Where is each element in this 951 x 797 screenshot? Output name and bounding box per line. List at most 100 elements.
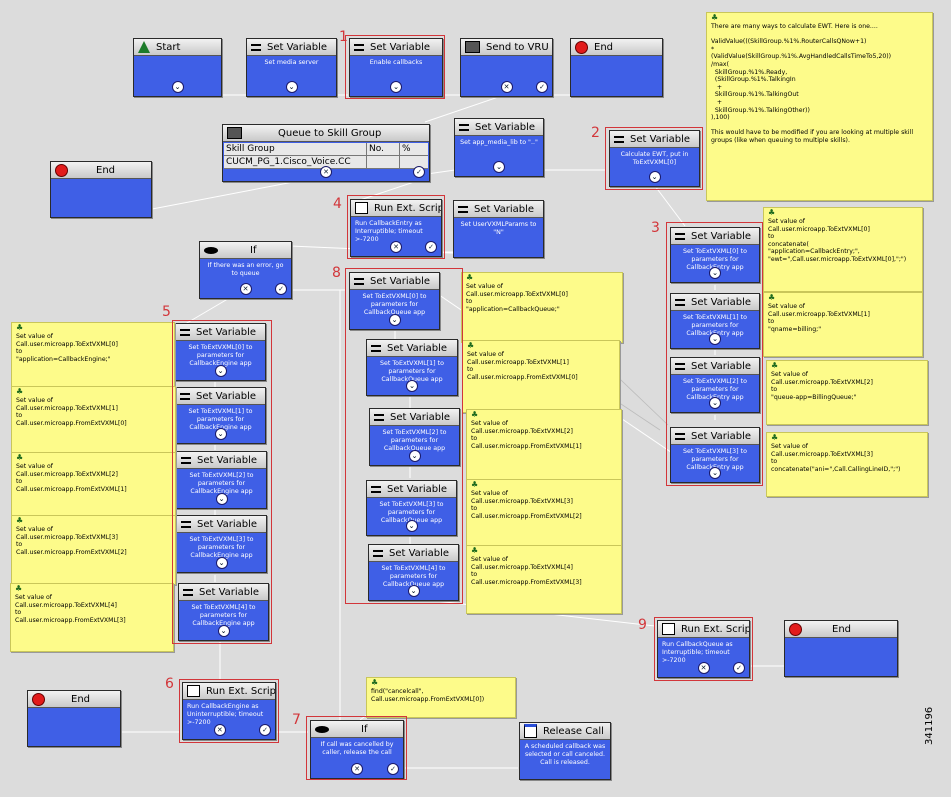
start-node[interactable]: Start ⌄ bbox=[133, 38, 222, 97]
true-check-icon[interactable]: ✓ bbox=[275, 283, 287, 295]
set-variable-node[interactable]: Set Variable Set ToExtVXML[2] to paramet… bbox=[670, 357, 760, 413]
success-check-icon[interactable]: ✓ bbox=[259, 724, 271, 736]
run-ext-script-node[interactable]: Run Ext. Script Run CallbackQueue as Int… bbox=[657, 620, 750, 678]
end-node[interactable]: End bbox=[27, 690, 121, 747]
chevron-down-icon[interactable]: ⌄ bbox=[406, 380, 418, 392]
pin-icon: ♣ bbox=[711, 13, 719, 22]
failure-x-icon[interactable]: ✕ bbox=[320, 166, 332, 178]
comment-note: ♣find("cancelcall", Call.user.microapp.F… bbox=[366, 677, 516, 718]
set-variable-node[interactable]: Set Variable Set ToExtVXML[2] to paramet… bbox=[369, 408, 460, 466]
chevron-down-icon[interactable]: ⌄ bbox=[709, 333, 721, 345]
chevron-down-icon[interactable]: ⌄ bbox=[215, 557, 228, 569]
set-variable-node[interactable]: Set Variable Set ToExtVXML[4] to paramet… bbox=[368, 544, 459, 601]
end-node[interactable]: End bbox=[50, 161, 152, 218]
node-description: Set ToExtVXML[2] to parameters for Callb… bbox=[382, 429, 447, 452]
note-text: Set value of Call.user.microapp.ToExtVXM… bbox=[768, 218, 907, 263]
note-text: Set value of Call.user.microapp.ToExtVXM… bbox=[16, 526, 127, 556]
set-variable-node[interactable]: Set Variable Set ToExtVXML[1] to paramet… bbox=[670, 293, 760, 349]
failure-x-icon[interactable]: ✕ bbox=[500, 81, 513, 93]
chevron-down-icon[interactable]: ⌄ bbox=[493, 161, 505, 173]
chevron-down-icon[interactable]: ⌄ bbox=[405, 520, 418, 532]
end-icon bbox=[55, 163, 68, 177]
success-check-icon[interactable]: ✓ bbox=[413, 166, 425, 178]
set-variable-node[interactable]: Set Variable Set app_media_lib to ".." ⌄ bbox=[454, 118, 544, 177]
set-variable-node[interactable]: Set Variable Enable callbacks ⌄ bbox=[349, 38, 443, 97]
set-variable-icon bbox=[675, 232, 685, 240]
comment-note: ♣Set value of Call.user.microapp.ToExtVX… bbox=[763, 207, 923, 292]
chevron-down-icon[interactable]: ⌄ bbox=[709, 267, 721, 279]
highlight-box-1 bbox=[345, 35, 445, 99]
set-variable-node[interactable]: Set Variable Set ToExtVXML[1] to paramet… bbox=[366, 339, 458, 396]
chevron-down-icon[interactable]: ⌄ bbox=[408, 450, 421, 462]
chevron-down-icon[interactable]: ⌄ bbox=[648, 171, 661, 183]
callout-number: 3 bbox=[651, 220, 660, 236]
set-variable-node[interactable]: Set Variable Set ToExtVXML[1] to paramet… bbox=[175, 387, 266, 444]
set-variable-node[interactable]: Set Variable Set ToExtVXML[0] to paramet… bbox=[670, 227, 760, 283]
set-variable-node[interactable]: Set Variable Set ToExtVXML[3] to paramet… bbox=[670, 427, 760, 483]
run-ext-script-node[interactable]: Run Ext. Script Run CallbackEngine as Un… bbox=[182, 682, 276, 740]
if-node[interactable]: If If there was an error, go to queue ✕ … bbox=[199, 241, 292, 299]
chevron-down-icon[interactable]: ⌄ bbox=[171, 81, 184, 93]
true-check-icon[interactable]: ✓ bbox=[387, 763, 399, 775]
chevron-down-icon[interactable]: ⌄ bbox=[214, 428, 227, 440]
set-variable-icon bbox=[183, 588, 193, 596]
set-variable-icon bbox=[180, 392, 190, 400]
set-variable-icon bbox=[614, 135, 624, 143]
success-check-icon[interactable]: ✓ bbox=[425, 241, 437, 253]
success-check-icon[interactable]: ✓ bbox=[536, 81, 548, 93]
false-x-icon[interactable]: ✕ bbox=[351, 763, 363, 775]
chevron-down-icon[interactable]: ⌄ bbox=[390, 81, 402, 93]
end-node[interactable]: End bbox=[570, 38, 663, 97]
pin-icon: ♣ bbox=[768, 293, 776, 302]
failure-x-icon[interactable]: ✕ bbox=[697, 662, 710, 674]
set-variable-icon bbox=[251, 43, 261, 51]
chevron-down-icon[interactable]: ⌄ bbox=[214, 365, 227, 377]
note-text: Set value of Call.user.microapp.ToExtVXM… bbox=[16, 397, 127, 427]
set-variable-node[interactable]: Set Variable Set ToExtVXML[4] to paramet… bbox=[178, 583, 269, 641]
set-variable-node[interactable]: Set Variable Set media server ⌄ bbox=[246, 38, 337, 97]
chevron-down-icon[interactable]: ⌄ bbox=[217, 625, 230, 637]
release-call-node[interactable]: Release Call A scheduled callback was se… bbox=[519, 722, 611, 780]
false-x-icon[interactable]: ✕ bbox=[239, 283, 252, 295]
chevron-down-icon[interactable]: ⌄ bbox=[709, 467, 721, 479]
node-title: End bbox=[832, 623, 852, 635]
pin-icon: ♣ bbox=[466, 273, 474, 282]
vru-icon bbox=[465, 41, 480, 53]
if-node[interactable]: If If call was cancelled by caller, rele… bbox=[310, 720, 404, 779]
node-title: End bbox=[594, 41, 614, 53]
node-title: Set Variable bbox=[370, 275, 431, 287]
set-variable-node[interactable]: Set Variable Set UserVXMLParams to "N" bbox=[453, 200, 544, 258]
set-variable-icon bbox=[675, 432, 685, 440]
node-description: Enable callbacks bbox=[369, 59, 423, 66]
node-title: Set Variable bbox=[197, 454, 258, 466]
failure-x-icon[interactable]: ✕ bbox=[213, 724, 226, 736]
set-variable-node[interactable]: Set Variable Calculate EWT, put in ToExt… bbox=[609, 130, 700, 187]
pin-icon: ♣ bbox=[471, 546, 479, 555]
end-node[interactable]: End bbox=[784, 620, 898, 677]
comment-note: ♣Set value of Call.user.microapp.ToExtVX… bbox=[466, 409, 622, 480]
callout-number: 5 bbox=[162, 304, 171, 320]
set-variable-node[interactable]: Set Variable Set ToExtVXML[3] to paramet… bbox=[176, 515, 267, 573]
failure-x-icon[interactable]: ✕ bbox=[390, 241, 402, 253]
note-text: Set value of Call.user.microapp.ToExtVXM… bbox=[15, 594, 126, 624]
chevron-down-icon[interactable]: ⌄ bbox=[215, 493, 228, 505]
chevron-down-icon[interactable]: ⌄ bbox=[407, 585, 420, 597]
chevron-down-icon[interactable]: ⌄ bbox=[285, 81, 298, 93]
callout-number: 2 bbox=[591, 125, 600, 141]
chevron-down-icon[interactable]: ⌄ bbox=[388, 314, 401, 326]
chevron-down-icon[interactable]: ⌄ bbox=[709, 397, 721, 409]
set-variable-node[interactable]: Set Variable Set ToExtVXML[0] to paramet… bbox=[175, 323, 266, 381]
figure-id: 341196 bbox=[924, 706, 935, 745]
run-ext-script-node[interactable]: Run Ext. Script Run CallbackEntry as Int… bbox=[350, 199, 442, 257]
callout-number: 9 bbox=[638, 617, 647, 633]
set-variable-node[interactable]: Set Variable Set ToExtVXML[3] to paramet… bbox=[366, 480, 457, 536]
node-title: Run Ext. Script bbox=[681, 623, 749, 635]
success-check-icon[interactable]: ✓ bbox=[733, 662, 745, 674]
set-variable-node[interactable]: Set Variable Set ToExtVXML[0] to paramet… bbox=[349, 272, 440, 330]
end-icon bbox=[789, 622, 802, 636]
send-to-vru-node[interactable]: Send to VRU ✕ ✓ bbox=[460, 38, 553, 97]
node-title: Set Variable bbox=[390, 411, 451, 423]
release-call-icon bbox=[524, 724, 537, 738]
set-variable-node[interactable]: Set Variable Set ToExtVXML[2] to paramet… bbox=[176, 451, 267, 509]
